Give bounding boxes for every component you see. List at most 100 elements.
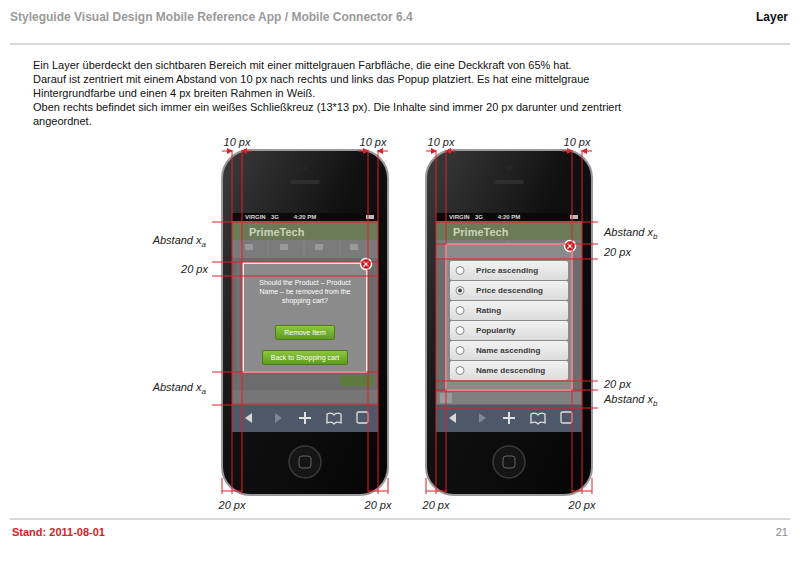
measure-lines bbox=[358, 151, 368, 152]
status-text-group: 4:20 PM bbox=[294, 214, 317, 221]
measure-lines bbox=[436, 381, 598, 382]
sort-option: Price descending bbox=[450, 281, 568, 300]
sort-option-text: Popularity bbox=[476, 321, 568, 340]
dimension-label-group: 20 px bbox=[423, 499, 450, 511]
dimension-label-group: 10 px bbox=[224, 136, 251, 148]
sort-option: Name ascending bbox=[450, 341, 568, 360]
screen-content-right bbox=[440, 393, 452, 403]
page-number-group: 21 bbox=[776, 526, 788, 539]
action-button-text: Remove Item bbox=[284, 328, 326, 337]
dimension-label-group: 10 px bbox=[428, 136, 455, 148]
distance-label: b bbox=[653, 399, 657, 408]
measure-lines bbox=[572, 491, 592, 492]
body-text: Oben rechts befindet sich immer ein weiß… bbox=[33, 100, 653, 128]
status-text-group: VIRGIN bbox=[245, 214, 266, 221]
measure-lines bbox=[436, 244, 598, 245]
distance-label: Abstand x bbox=[153, 234, 202, 246]
measure-lines bbox=[446, 150, 447, 494]
measure-lines bbox=[436, 259, 598, 260]
dimension-label: 10 px bbox=[360, 136, 387, 148]
screen-content-right bbox=[436, 392, 582, 404]
measure-lines bbox=[388, 478, 389, 494]
distance-label-group: Abstand xb bbox=[604, 226, 657, 241]
phone-right bbox=[426, 150, 592, 495]
sort-option-text: Price descending bbox=[476, 281, 568, 300]
section-title: Layer bbox=[756, 10, 788, 24]
status-text-group: 4:20 PM bbox=[498, 214, 521, 221]
measure-lines bbox=[222, 478, 223, 494]
header-rule bbox=[10, 44, 790, 45]
dimension-label-group: 20 px bbox=[604, 378, 631, 390]
measure-lines bbox=[242, 151, 252, 152]
dimension-label: 10 px bbox=[224, 136, 251, 148]
screen-content-left bbox=[340, 376, 374, 386]
distance-label-group: Abstand xa bbox=[153, 234, 206, 249]
brand-logo-group: PrimeTech bbox=[249, 226, 304, 238]
status-text-group: 3G bbox=[271, 214, 279, 221]
distance-label: Abstand x bbox=[604, 226, 653, 238]
brand-logo: PrimeTech bbox=[453, 226, 508, 238]
distance-label-group: Abstand xb bbox=[604, 393, 657, 408]
dimension-label: 20 px bbox=[423, 499, 450, 511]
date-stamp: Stand: 2011-08-01 bbox=[12, 526, 105, 538]
page-number: 21 bbox=[776, 526, 788, 538]
measure-lines bbox=[222, 491, 242, 492]
body-text: Darauf ist zentriert mit einem Abstand v… bbox=[33, 72, 653, 100]
dimension-label: 10 px bbox=[564, 136, 591, 148]
dimension-label: 20 px bbox=[604, 246, 631, 258]
popup-frame bbox=[446, 244, 572, 390]
body-text-group: Ein Layer überdeckt den sichtbaren Berei… bbox=[33, 58, 653, 128]
status-text-group: 3G bbox=[475, 214, 483, 221]
measure-lines bbox=[378, 150, 379, 494]
distance-label: b bbox=[653, 232, 657, 241]
measure-lines bbox=[378, 151, 388, 152]
measure-lines bbox=[582, 151, 592, 152]
measure-lines bbox=[436, 150, 437, 494]
sort-option: Popularity bbox=[450, 321, 568, 340]
sort-option-text: Name descending bbox=[476, 361, 568, 380]
dimension-label-group: 20 px bbox=[604, 246, 631, 258]
measure-lines bbox=[222, 151, 232, 152]
measure-lines bbox=[582, 150, 583, 494]
footer-rule bbox=[10, 519, 790, 520]
status-text: 3G bbox=[271, 214, 279, 220]
distance-label: a bbox=[202, 240, 206, 249]
dimension-label-group: 10 px bbox=[360, 136, 387, 148]
popup-dialog: Should the Product – Product Name – be r… bbox=[242, 262, 368, 373]
screen-content-left bbox=[232, 262, 378, 403]
brand-logo-group: PrimeTech bbox=[453, 226, 508, 238]
status-text: VIRGIN bbox=[245, 214, 266, 220]
dimension-label: 20 px bbox=[219, 499, 246, 511]
sort-option-text: Price ascending bbox=[476, 261, 568, 280]
dimension-label: 20 px bbox=[365, 499, 392, 511]
measure-lines bbox=[446, 151, 456, 152]
distance-label: Abstand x bbox=[604, 393, 653, 405]
page-title: Styleguide Visual Design Mobile Referenc… bbox=[10, 10, 413, 24]
distance-label: Abstand x bbox=[153, 381, 202, 393]
action-button-text: Back to Shopping cart bbox=[271, 353, 340, 362]
dimension-label: 10 px bbox=[428, 136, 455, 148]
close-cross bbox=[568, 244, 573, 249]
dimension-label: 20 px bbox=[604, 378, 631, 390]
sort-option-text: Rating bbox=[476, 301, 568, 320]
sort-option-text: Name ascending bbox=[476, 341, 568, 360]
dimension-label-group: 20 px bbox=[219, 499, 246, 511]
status-text: 3G bbox=[475, 214, 483, 220]
brand-logo: PrimeTech bbox=[249, 226, 304, 238]
measure-lines bbox=[368, 491, 388, 492]
distance-label-group: Abstand xa bbox=[153, 381, 206, 396]
sort-option: Name descending bbox=[450, 361, 568, 380]
popup-dialog-text: Should the Product – Product Name – be r… bbox=[252, 278, 358, 305]
status-text: 4:20 PM bbox=[294, 214, 317, 220]
section-title-group: Layer bbox=[756, 10, 788, 24]
screen-content-left bbox=[232, 390, 378, 403]
measure-lines bbox=[212, 150, 598, 494]
distance-label: a bbox=[202, 387, 206, 396]
measure-lines bbox=[562, 151, 572, 152]
measure-lines bbox=[436, 222, 598, 223]
date-stamp-group: Stand: 2011-08-01 bbox=[12, 526, 105, 539]
close-cross bbox=[565, 241, 576, 252]
measure-lines bbox=[426, 151, 436, 152]
measure-lines bbox=[592, 478, 593, 494]
